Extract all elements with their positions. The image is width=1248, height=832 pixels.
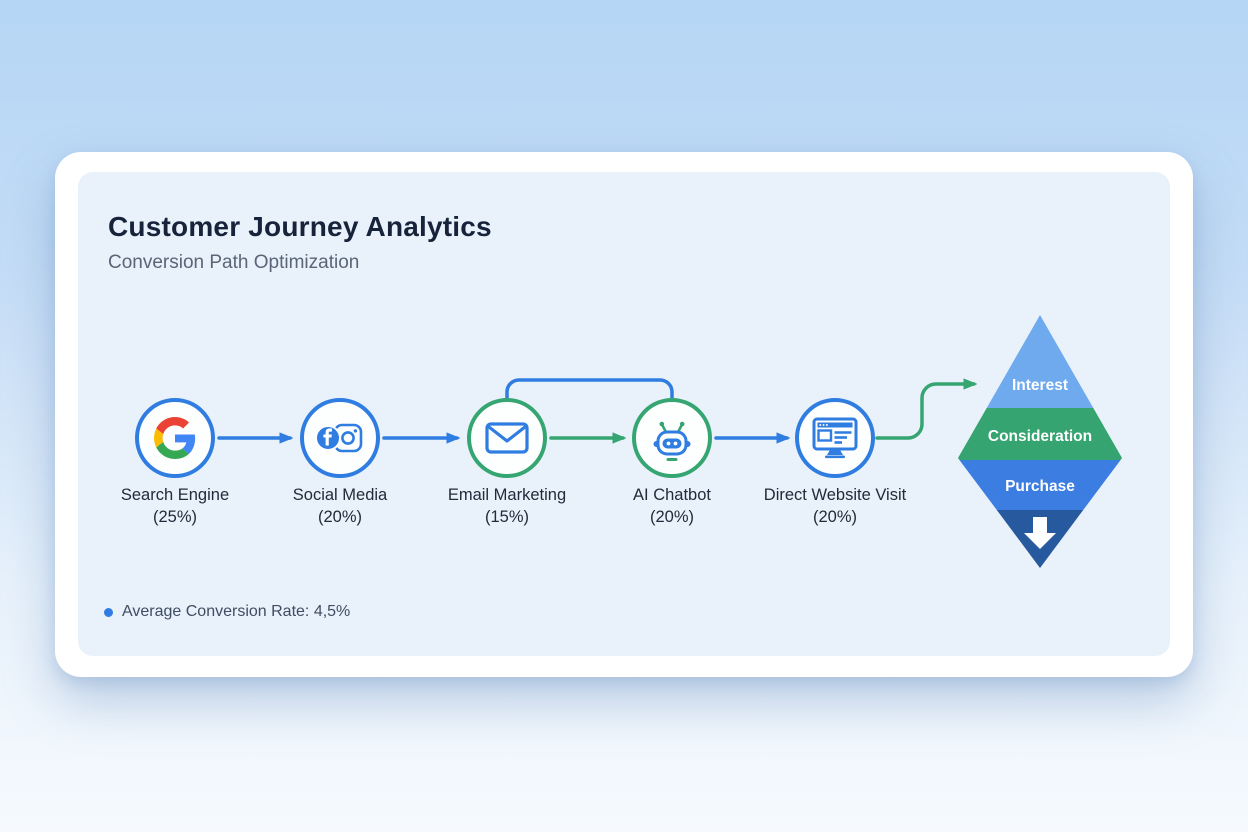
robot-icon <box>653 421 691 461</box>
search-engine-node <box>135 398 215 478</box>
conversion-rate-legend: Average Conversion Rate: 4,5% <box>104 603 350 621</box>
page-title: Customer Journey Analytics <box>108 211 492 242</box>
node-label-text: AI Chatbot <box>633 486 711 504</box>
node-pct-text: (25%) <box>152 507 197 526</box>
social-media-label: Social Media (20%) <box>250 485 430 528</box>
page-subtitle: Conversion Path Optimization <box>108 252 360 273</box>
ai-chatbot-label: AI Chatbot (20%) <box>582 485 762 528</box>
legend-text: Average Conversion Rate: 4,5% <box>122 603 351 620</box>
journey-panel <box>78 172 1170 656</box>
direct-website-visit-node <box>795 398 875 478</box>
legend-dot-icon <box>104 607 113 617</box>
node-pct-text: (15%) <box>484 507 529 526</box>
node-pct-text: (20%) <box>812 507 857 526</box>
facebook-instagram-icon <box>316 423 363 453</box>
node-label-text: Direct Website Visit <box>763 486 907 504</box>
direct-website-visit-label: Direct Website Visit (20%) <box>745 485 925 528</box>
node-pct-text: (20%) <box>649 507 694 526</box>
node-pct-text: (20%) <box>317 507 362 526</box>
node-label-text: Search Engine <box>120 486 230 504</box>
search-engine-label: Search Engine (25%) <box>85 485 265 528</box>
browser-icon <box>812 417 858 459</box>
email-marketing-label: Email Marketing (15%) <box>417 485 597 528</box>
node-label-text: Email Marketing <box>447 486 567 504</box>
email-marketing-node <box>467 398 547 478</box>
node-label-text: Social Media <box>292 486 388 504</box>
google-icon <box>154 417 196 459</box>
envelope-icon <box>485 422 529 454</box>
ai-chatbot-node <box>632 398 712 478</box>
social-media-node <box>300 398 380 478</box>
